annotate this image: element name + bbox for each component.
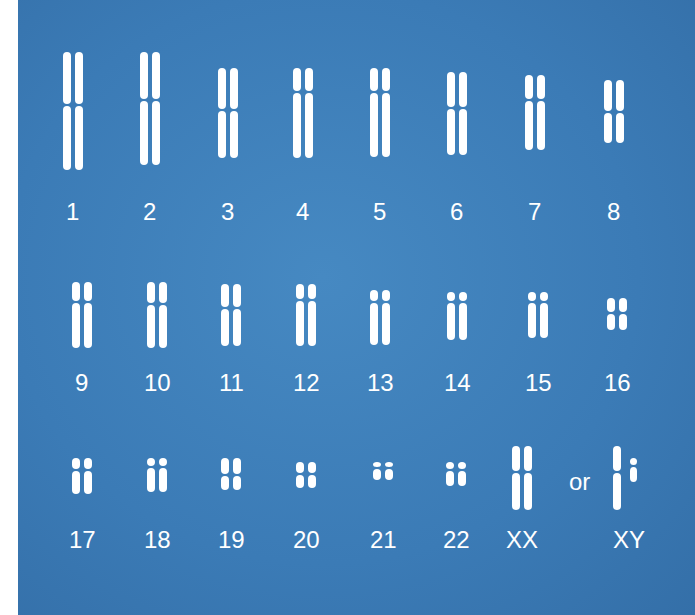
chromosome-number: 14 [444, 369, 471, 397]
chromosome-number: 10 [144, 369, 171, 397]
blue-background [18, 0, 695, 615]
chromosome-number: or [569, 468, 590, 496]
chromosome-number: 7 [528, 198, 541, 226]
chromosome-number: 8 [607, 198, 620, 226]
chromosome-number: 1 [66, 198, 79, 226]
chromosome-number: 11 [219, 369, 244, 397]
chromosome-number: 19 [218, 526, 245, 554]
chromosome-number: 2 [143, 198, 156, 226]
chromosome-number: 5 [373, 198, 386, 226]
chromosome-number: 9 [75, 369, 88, 397]
chromosome-number: 13 [367, 369, 394, 397]
chromosome-number: 6 [450, 198, 463, 226]
chromosome-number: 15 [525, 369, 552, 397]
chromosome-number: XY [613, 526, 645, 554]
chromosome-number: 4 [296, 198, 309, 226]
chromosome-number: 22 [443, 526, 470, 554]
chromosome-number: 17 [69, 526, 96, 554]
chromosome-number: XX [506, 526, 538, 554]
chromosome-number: 18 [144, 526, 171, 554]
chromosome-number: 3 [221, 198, 234, 226]
chromosome-number: 21 [370, 526, 397, 554]
chromosome-number: 16 [604, 369, 631, 397]
chromosome-number: 20 [293, 526, 320, 554]
chromosome-number: 12 [293, 369, 320, 397]
